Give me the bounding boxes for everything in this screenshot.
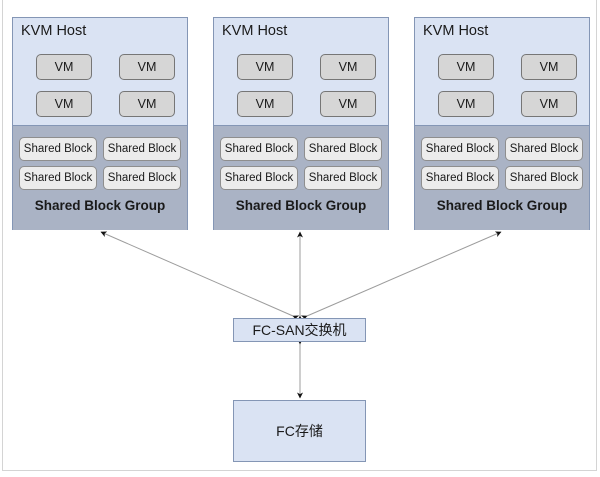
vm-box[interactable]: VM	[36, 54, 92, 80]
vm-box[interactable]: VM	[237, 54, 293, 80]
shared-block-group-1-label: Shared Block Group	[34, 198, 166, 213]
vm-box[interactable]: VM	[438, 54, 494, 80]
kvm-host-2-vm-area: VM VM VM VM	[214, 18, 388, 125]
shared-block-group-3-label: Shared Block Group	[436, 198, 568, 213]
shared-block-group-3: Shared Block Shared Block Shared Block S…	[415, 125, 589, 230]
vm-box[interactable]: VM	[119, 91, 175, 117]
kvm-host-2[interactable]: KVM Host VM VM VM VM Shared Block Shared…	[213, 17, 389, 230]
kvm-host-3[interactable]: KVM Host VM VM VM VM Shared Block Shared…	[414, 17, 590, 230]
shared-block-box[interactable]: Shared Block	[421, 166, 499, 190]
vm-box[interactable]: VM	[36, 91, 92, 117]
fc-storage-node[interactable]: FC存储	[233, 400, 366, 462]
kvm-host-3-title: KVM Host	[423, 23, 489, 39]
vm-box[interactable]: VM	[438, 91, 494, 117]
shared-block-box[interactable]: Shared Block	[304, 166, 382, 190]
vm-box[interactable]: VM	[320, 91, 376, 117]
kvm-host-1-vm-area: VM VM VM VM	[13, 18, 187, 125]
shared-block-box[interactable]: Shared Block	[19, 137, 97, 161]
kvm-host-1-title: KVM Host	[21, 23, 87, 39]
shared-block-box[interactable]: Shared Block	[103, 137, 181, 161]
vm-box[interactable]: VM	[320, 54, 376, 80]
vm-box[interactable]: VM	[237, 91, 293, 117]
shared-block-box[interactable]: Shared Block	[505, 166, 583, 190]
shared-block-group-2-label: Shared Block Group	[235, 198, 367, 213]
shared-block-box[interactable]: Shared Block	[304, 137, 382, 161]
vm-box[interactable]: VM	[119, 54, 175, 80]
shared-block-box[interactable]: Shared Block	[505, 137, 583, 161]
vm-box[interactable]: VM	[521, 54, 577, 80]
shared-block-box[interactable]: Shared Block	[220, 137, 298, 161]
shared-block-box[interactable]: Shared Block	[421, 137, 499, 161]
kvm-host-3-vm-area: VM VM VM VM	[415, 18, 589, 125]
shared-block-group-1: Shared Block Shared Block Shared Block S…	[13, 125, 187, 230]
kvm-host-1[interactable]: KVM Host VM VM VM VM Shared Block Shared…	[12, 17, 188, 230]
shared-block-box[interactable]: Shared Block	[19, 166, 97, 190]
vm-box[interactable]: VM	[521, 91, 577, 117]
shared-block-box[interactable]: Shared Block	[103, 166, 181, 190]
link-host3-switch	[300, 231, 502, 321]
kvm-host-2-title: KVM Host	[222, 23, 288, 39]
shared-block-group-2: Shared Block Shared Block Shared Block S…	[214, 125, 388, 230]
link-host1-switch	[100, 231, 300, 321]
fc-san-switch-node[interactable]: FC-SAN交换机	[233, 318, 366, 342]
shared-block-box[interactable]: Shared Block	[220, 166, 298, 190]
